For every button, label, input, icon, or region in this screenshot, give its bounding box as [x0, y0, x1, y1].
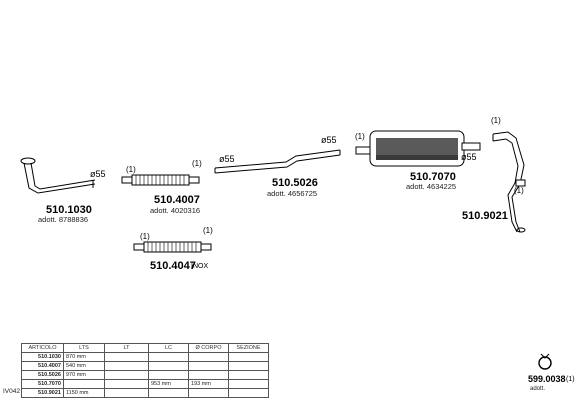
part-510-1030-adott: adott. 8788836	[38, 215, 89, 224]
spec-table: ARTICOLO LTS LT LC Ø CORPO SEZIONE 510.1…	[21, 343, 269, 398]
part-510-5026-diameter-right: ø55	[321, 135, 337, 145]
table-cell: 193 mm	[188, 379, 229, 389]
flex-pipe-510-4047-drawing	[133, 241, 212, 253]
table-row: 510.5026 970 mm	[21, 370, 269, 380]
clamp-code: 599.0038	[528, 374, 566, 384]
table-cell: 510.1030	[21, 352, 64, 362]
table-cell: 540 mm	[63, 361, 105, 371]
part-510-7070-mark: (1)	[355, 132, 365, 141]
part-510-1030-code: 510.1030	[46, 204, 92, 216]
table-header: Ø CORPO	[188, 343, 229, 353]
table-cell	[63, 379, 105, 389]
table-cell	[104, 370, 149, 380]
part-510-9021-mark-bottom: (1)	[514, 186, 524, 195]
part-510-7070-adott: adott. 4634225	[406, 182, 457, 191]
part-510-9021-code: 510.9021	[462, 210, 508, 222]
part-510-7070-code: 510.7070	[410, 171, 456, 183]
part-510-1030-diameter: ø55	[90, 169, 106, 179]
table-cell	[148, 370, 189, 380]
part-510-5026-code: 510.5026	[272, 177, 318, 189]
part-510-5026-adott: adott. 4656725	[267, 189, 318, 198]
table-header: LT	[104, 343, 149, 353]
part-510-4047-code: 510.4047	[150, 260, 196, 272]
table-cell	[228, 352, 269, 362]
table-cell	[148, 361, 189, 371]
table-cell	[228, 370, 269, 380]
table-cell	[148, 352, 189, 362]
clamp-599-0038-drawing	[538, 353, 552, 370]
table-cell	[148, 388, 189, 398]
table-row: 510.4007 540 mm	[21, 361, 269, 371]
part-510-4047-mark-right: (1)	[203, 226, 213, 235]
part-510-4007-adott: adott. 4020316	[150, 206, 201, 215]
table-cell: 510.9021	[21, 388, 64, 398]
part-510-4007-mark-left: (1)	[126, 165, 136, 174]
table-header: LC	[148, 343, 189, 353]
tailpipe-510-9021-drawing	[492, 131, 526, 233]
table-row: 510.7070 953 mm 193 mm	[21, 379, 269, 389]
table-header: LTS	[63, 343, 105, 353]
part-510-9021-mark-top: (1)	[491, 116, 501, 125]
part-510-4007-code: 510.4007	[154, 194, 200, 206]
table-cell: 970 mm	[63, 370, 105, 380]
table-cell: 1150 mm	[63, 388, 105, 398]
table-cell	[104, 361, 149, 371]
part-510-4007-mark-right: (1)	[192, 159, 202, 168]
pipe-510-5026-drawing	[214, 149, 341, 174]
clamp-adott: adott.	[530, 386, 546, 392]
part-510-7070-diameter: ø55	[461, 152, 477, 162]
table-row: 510.1030 870 mm	[21, 352, 269, 362]
part-510-5026-diameter-left: ø55	[219, 154, 235, 164]
table-cell	[104, 379, 149, 389]
part-510-4047-suffix: INOX	[191, 263, 209, 270]
table-cell	[228, 361, 269, 371]
table-cell: 510.5026	[21, 370, 64, 380]
table-header-row: ARTICOLO LTS LT LC Ø CORPO SEZIONE	[21, 343, 269, 353]
table-cell	[104, 352, 149, 362]
table-cell	[228, 379, 269, 389]
table-cell: 953 mm	[148, 379, 189, 389]
muffler-510-7070-drawing	[355, 130, 481, 167]
drawing-id: IV042	[3, 388, 20, 395]
table-header: SEZIONE	[228, 343, 269, 353]
table-cell: 510.4007	[21, 361, 64, 371]
table-cell	[188, 370, 229, 380]
part-510-4047-mark-left: (1)	[140, 232, 150, 241]
flex-pipe-510-4007-drawing	[121, 174, 200, 186]
table-header: ARTICOLO	[21, 343, 64, 353]
table-row: 510.9021 1150 mm	[21, 388, 269, 398]
table-cell	[228, 388, 269, 398]
clamp-qty: (1)	[566, 376, 575, 383]
table-cell	[188, 388, 229, 398]
table-cell	[104, 388, 149, 398]
table-cell: 870 mm	[63, 352, 105, 362]
table-cell	[188, 361, 229, 371]
pipe-510-1030-drawing	[20, 157, 96, 194]
table-cell: 510.7070	[21, 379, 64, 389]
table-cell	[188, 352, 229, 362]
